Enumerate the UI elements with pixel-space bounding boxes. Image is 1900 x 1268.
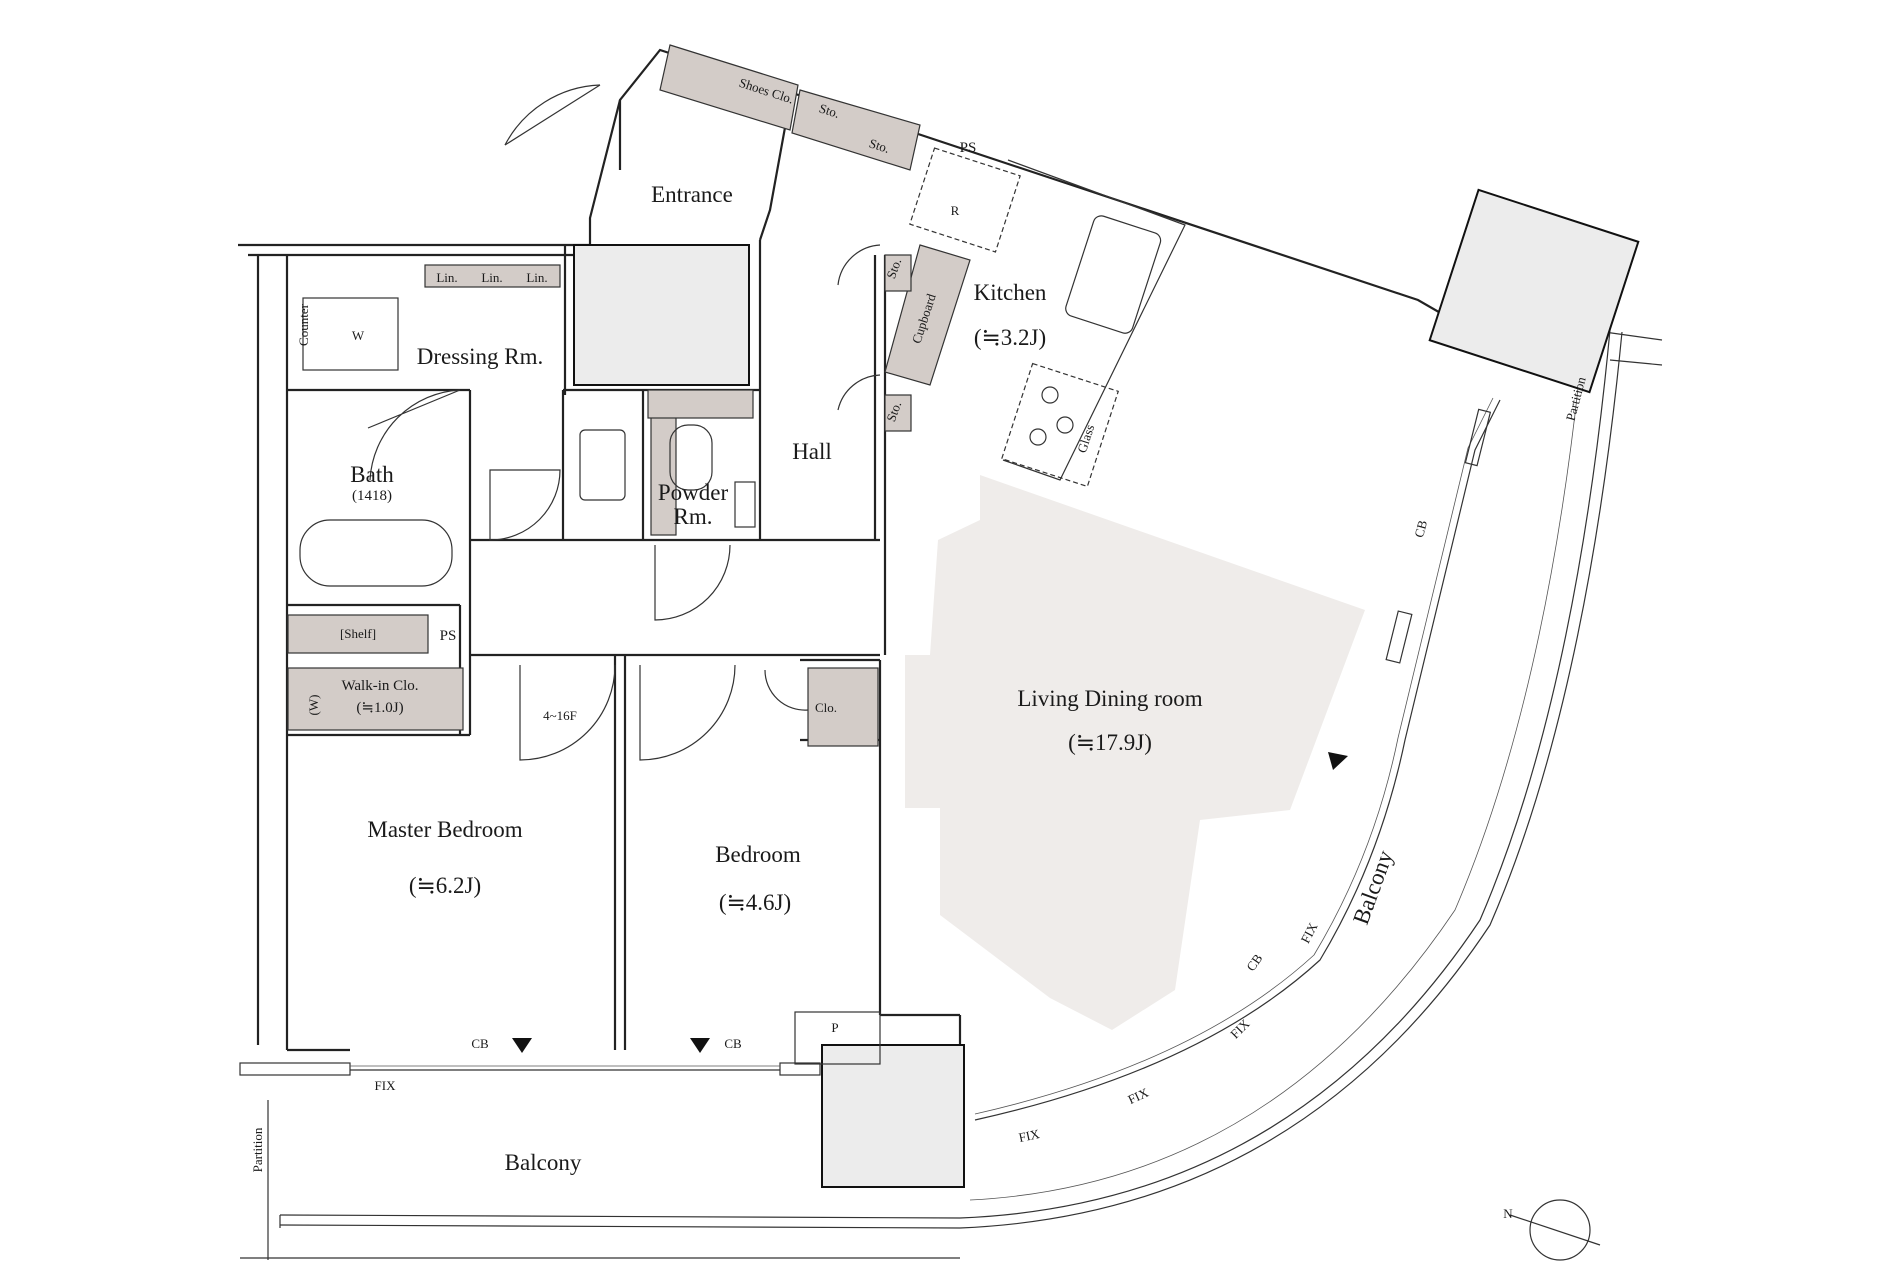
label-lin-1: Lin. (436, 270, 457, 285)
label-powder-2: Rm. (674, 504, 713, 529)
label-walkin: Walk-in Clo. (341, 678, 418, 694)
label-dressing: Dressing Rm. (417, 344, 544, 369)
label-master-size: (≒6.2J) (409, 873, 481, 898)
label-bath: Bath (350, 462, 394, 487)
kitchen-fixtures (299, 147, 1186, 587)
label-floors: 4~16F (543, 708, 577, 723)
label-fix-3: FIX (1125, 1084, 1151, 1107)
arrow-marker-mid (690, 1038, 710, 1053)
living-dining-zone (905, 475, 1365, 1030)
label-walkin-size: (≒1.0J) (356, 700, 403, 716)
arrow-marker-curve (1328, 752, 1348, 770)
label-bedroom: Bedroom (715, 842, 801, 867)
pipe-shaft (794, 1011, 881, 1065)
label-sto-2: Sto. (867, 135, 891, 156)
label-sto-4: Sto. (883, 399, 904, 423)
label-counter: Counter (296, 303, 311, 346)
label-cb-curve-2: CB (1243, 951, 1265, 974)
column-bottom (821, 1044, 965, 1188)
label-fix-1: FIX (375, 1078, 397, 1093)
label-glass: Glass (1074, 423, 1097, 455)
interior-walls (287, 99, 887, 1050)
label-fix-4: FIX (1227, 1016, 1253, 1042)
label-living-size: (≒17.9J) (1068, 730, 1152, 755)
label-powder-1: Powder (658, 480, 729, 505)
storage-units (287, 44, 971, 747)
outer-walls (238, 48, 1471, 1120)
label-clo: Clo. (815, 700, 837, 715)
label-balcony-side: Balcony (1348, 847, 1398, 928)
label-sto-3: Sto. (883, 256, 904, 280)
label-fix-2: FIX (1017, 1126, 1041, 1145)
label-bedroom-size: (≒4.6J) (719, 890, 791, 915)
label-cb-curve-1: CB (1411, 518, 1430, 539)
label-lin-3: Lin. (526, 270, 547, 285)
balcony-railing (240, 329, 1663, 1260)
label-compass-n: N (1503, 1206, 1513, 1221)
label-master: Master Bedroom (367, 817, 522, 842)
label-fix-5: FIX (1297, 920, 1320, 946)
label-bath-size: (1418) (352, 488, 392, 504)
label-p: P (831, 1020, 838, 1035)
label-ps-mid: PS (440, 628, 457, 644)
label-hall: Hall (792, 439, 832, 464)
label-w-bracket: (W) (306, 695, 321, 716)
label-kitchen-size: (≒3.2J) (974, 325, 1046, 350)
label-partition-left: Partition (250, 1127, 265, 1172)
label-sto-1: Sto. (817, 100, 841, 121)
label-cb-left: CB (471, 1036, 489, 1051)
label-living: Living Dining room (1017, 686, 1202, 711)
label-kitchen: Kitchen (974, 280, 1047, 305)
label-lin-2: Lin. (481, 270, 502, 285)
arrow-marker-left (512, 1038, 532, 1053)
label-w: W (352, 328, 365, 343)
label-entrance: Entrance (651, 182, 733, 207)
window-line (350, 397, 1501, 1121)
column-right (1428, 188, 1640, 394)
label-cb-mid: CB (724, 1036, 742, 1051)
label-ps-top: PS (960, 140, 977, 156)
label-balcony-bottom: Balcony (505, 1150, 582, 1175)
label-shelf: [Shelf] (340, 626, 376, 641)
column-center (573, 244, 750, 386)
compass-icon (1509, 1199, 1601, 1261)
label-r: R (951, 203, 960, 218)
doors (367, 84, 881, 761)
